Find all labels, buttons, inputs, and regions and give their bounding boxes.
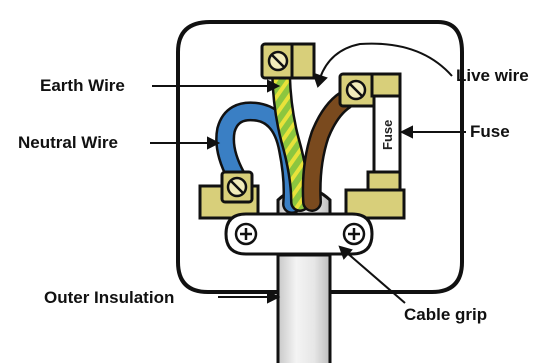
neutral-terminal — [198, 170, 260, 220]
earth-terminal — [260, 42, 316, 80]
fuse-body — [372, 94, 402, 182]
earth-wire-label: Earth Wire — [40, 76, 125, 95]
fuse-clip-top — [370, 72, 402, 98]
fuse-label: Fuse — [470, 122, 510, 141]
live-terminal — [338, 72, 380, 108]
neutral-wire-label: Neutral Wire — [18, 133, 118, 152]
leader-arrows — [150, 42, 466, 304]
live-wire-label: Live wire — [456, 66, 529, 85]
cable-grip-label: Cable grip — [404, 305, 488, 324]
outer-insulation-label: Outer Insulation — [44, 288, 175, 307]
cable-grip — [224, 212, 374, 256]
outer-cable — [276, 248, 332, 363]
fuse-body-text: Fuse — [380, 120, 395, 150]
